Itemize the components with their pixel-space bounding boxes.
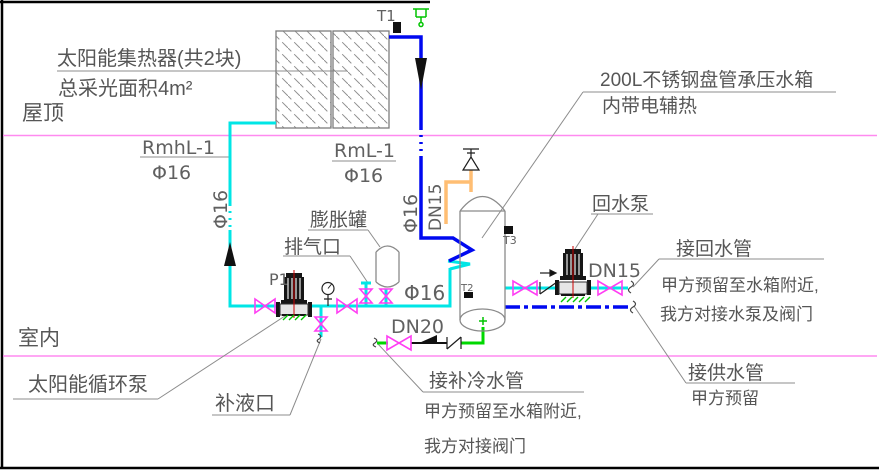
pipe-code-rmhl: RmhL-1 (142, 137, 215, 159)
cold-conn-note1: 甲方预留至水箱附近, (424, 402, 582, 421)
valve-expansion (378, 288, 394, 304)
refill-port-label: 补液口 (215, 392, 275, 415)
valve-return-right (597, 279, 623, 297)
solar-collector-1 (275, 30, 332, 129)
text-labels: 屋顶 室内 太阳能集热器(共2块) 总采光面积4m² RmhL-1 Φ16 Rm… (18, 7, 819, 456)
check-valves (446, 269, 558, 350)
collector-area: 总采光面积4m² (58, 77, 193, 100)
break-cold-pipe (372, 337, 378, 348)
return-pump-dn: DN15 (588, 260, 641, 282)
relief-pipe-dn: DN15 (426, 184, 446, 231)
main-pipe-size: Φ16 (404, 281, 445, 305)
pipe-break-marks (316, 280, 637, 348)
sensor-t2-icon (464, 292, 473, 298)
storage-tank (459, 195, 513, 332)
right-riser-size: Φ16 (400, 194, 422, 233)
cold-conn-title: 接补冷水管 (429, 370, 524, 392)
flow-arrow-up (224, 242, 236, 266)
check-valve-cold-icon (446, 336, 462, 350)
cold-pipe-dn: DN20 (391, 316, 444, 338)
solar-return-pipe (389, 35, 476, 263)
indoor-label: 室内 (18, 327, 60, 350)
valve-main-left (254, 297, 276, 315)
tank-title: 200L不锈钢盘管承压水箱 (600, 69, 813, 91)
strainer-flag (419, 335, 437, 343)
safety-valve-icon (461, 148, 481, 171)
valve-air-vent (358, 288, 374, 304)
sensor-t3-icon (504, 226, 513, 234)
cold-water-pipe (377, 317, 487, 345)
valve-cold-dn20 (386, 334, 412, 352)
return-pump-label: 回水泵 (592, 193, 649, 215)
supply-conn-note: 甲方预留 (691, 389, 759, 408)
valve-refill (313, 316, 329, 332)
coil-outlet-zigzag (447, 259, 471, 271)
pipe-size-rml: Φ16 (344, 165, 383, 187)
return-conn-note1: 甲方预留至水箱附近, (661, 276, 819, 295)
tank-dome (459, 195, 506, 212)
flow-arrow-down (415, 58, 427, 90)
collector-title: 太阳能集热器(共2块) (57, 47, 241, 70)
return-pump-icon (555, 246, 591, 303)
relief-pipe (444, 148, 481, 224)
pipe-size-rmhl: Φ16 (152, 162, 191, 184)
circulation-pump-label: 太阳能循环泵 (28, 373, 148, 396)
tank-drain-mark (479, 317, 487, 325)
cold-conn-note2: 我方对接阀门 (424, 437, 526, 456)
air-vent-label: 排气口 (284, 236, 341, 258)
return-conn-note2: 我方对接水泵及阀门 (660, 305, 813, 324)
pump-p1-label: P1 (269, 270, 289, 289)
tank-subtitle: 内带电辅热 (602, 95, 697, 117)
return-conn-title: 接回水管 (676, 238, 752, 260)
auto-air-vent-icon (413, 8, 429, 28)
supply-conn-title: 接供水管 (688, 362, 764, 384)
break-supply-pipe (629, 300, 637, 314)
leader-lines (13, 70, 836, 416)
valve-main-right (336, 297, 358, 315)
pipe-code-rml: RmL-1 (334, 140, 395, 162)
left-riser-size: Φ16 (210, 190, 232, 229)
expansion-tank-label: 膨胀罐 (310, 209, 367, 231)
valves (254, 279, 623, 352)
circulation-pump-p1-icon (276, 270, 312, 321)
break-refill-stub (316, 333, 322, 344)
sensor-t2-label: T2 (460, 283, 473, 294)
valve-return-left (512, 279, 538, 297)
sensor-t3-label: T3 (502, 234, 517, 247)
pressure-gauge-icon (321, 281, 335, 306)
expansion-tank-icon (375, 245, 400, 288)
roof-label: 屋顶 (22, 102, 64, 125)
solar-collector-2 (332, 30, 390, 129)
tank-bottom (459, 308, 506, 332)
solar-collector-array (275, 30, 390, 129)
break-return-pipe (627, 280, 635, 294)
sensor-t1-label: T1 (376, 7, 396, 25)
sensor-t1-icon (393, 22, 401, 33)
